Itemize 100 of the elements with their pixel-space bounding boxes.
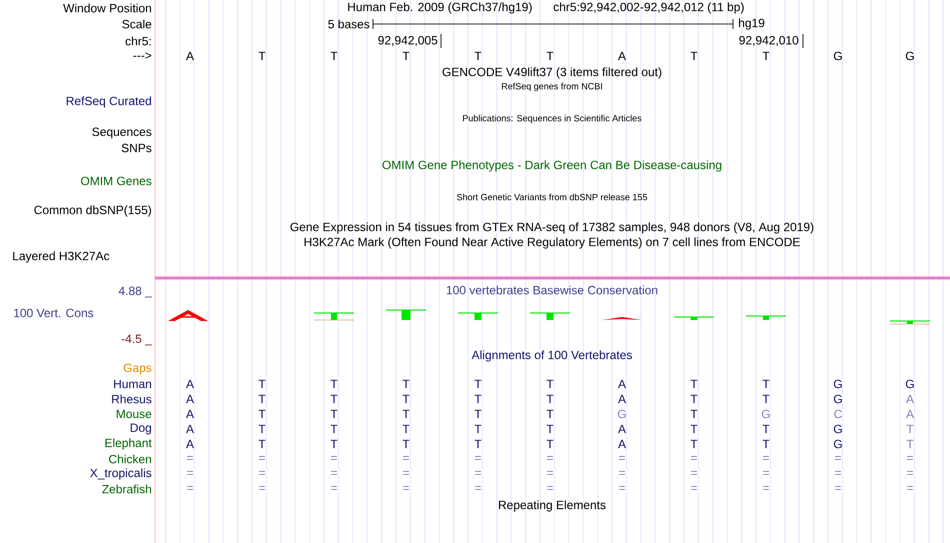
base-letter: T — [474, 52, 482, 60]
alignment-base: = — [475, 471, 481, 475]
alignment-base: T — [474, 394, 482, 404]
track-label: chr5: — [126, 36, 151, 46]
alignment-base: T — [474, 410, 482, 418]
alignment-base: T — [402, 410, 410, 418]
alignment-base: = — [907, 486, 913, 490]
alignment-base: G — [762, 410, 770, 418]
scale-text: 5 bases — [328, 20, 370, 28]
track-title: H3K27Ac Mark (Often Found Near Active Regulatory Elements) on 7 cell lines from ENCODE — [304, 237, 800, 249]
alignment-base: T — [474, 440, 482, 448]
alignment-base: = — [403, 486, 409, 490]
alignment-base: T — [330, 410, 338, 418]
alignment-base: A — [618, 394, 626, 404]
axis-value: -4.5 _ — [122, 334, 152, 346]
alignment-base: T — [258, 394, 266, 404]
alignment-base: T — [546, 424, 554, 434]
alignment-base: T — [330, 394, 338, 404]
alignment-base: C — [834, 410, 842, 418]
alignment-base: T — [546, 410, 554, 418]
alignment-base: G — [834, 394, 842, 404]
alignment-base: T — [690, 410, 698, 418]
species-label: Human — [114, 380, 152, 388]
track-title: 100 vertebrates Basewise Conservation — [446, 286, 658, 294]
alignment-base: T — [690, 424, 698, 434]
alignment-base: T — [474, 380, 482, 388]
alignment-base: T — [906, 440, 914, 448]
alignment-base: = — [403, 471, 409, 475]
scale-text: hg19 — [739, 18, 764, 30]
alignment-base: = — [259, 456, 265, 460]
track-label: SNPs — [122, 144, 152, 152]
alignment-base: = — [259, 471, 265, 475]
alignment-base: A — [906, 410, 914, 418]
alignment-base: T — [258, 424, 266, 434]
alignment-base: = — [187, 486, 193, 490]
alignment-base: = — [619, 486, 625, 490]
alignment-base: = — [763, 486, 769, 490]
alignment-base: = — [547, 486, 553, 490]
base-letter: G — [906, 52, 914, 60]
alignment-base: G — [834, 440, 842, 448]
track-title: OMIM Gene Phenotypes - Dark Green Can Be Disease-causing — [382, 160, 722, 172]
species-label: Elephant — [105, 438, 152, 450]
base-letter: T — [330, 52, 338, 60]
alignment-base: T — [762, 380, 770, 388]
alignment-base: T — [330, 440, 338, 448]
track-label: Common dbSNP(155) — [34, 205, 152, 217]
alignment-base: = — [835, 471, 841, 475]
track-label: OMIM Genes — [81, 176, 152, 186]
track-label: Layered H3K27Ac — [13, 251, 110, 263]
track-title: GENCODE V49lift37 (3 items filtered out) — [442, 67, 662, 79]
alignment-base: T — [330, 424, 338, 434]
alignment-base: = — [547, 471, 553, 475]
alignment-base: A — [186, 424, 194, 434]
alignment-base: T — [690, 380, 698, 388]
alignment-base: T — [762, 424, 770, 434]
coordinate-text: 92,942,005 — [378, 36, 438, 46]
base-letter: G — [834, 52, 842, 60]
alignment-base: T — [690, 440, 698, 448]
species-label: Rhesus — [112, 394, 152, 404]
alignment-base: = — [475, 486, 481, 490]
alignment-base: G — [618, 410, 626, 418]
alignment-base: G — [834, 424, 842, 434]
track-label: ---> — [133, 52, 152, 59]
base-letter: A — [186, 52, 194, 60]
alignment-base: = — [907, 456, 913, 460]
track-label: Scale — [122, 20, 152, 28]
alignment-base: = — [763, 471, 769, 475]
assembly-text: Human Feb. 2009 (GRCh37/hg19) — [348, 2, 532, 14]
alignment-base: G — [834, 380, 842, 388]
base-letter: T — [762, 52, 770, 60]
species-label: Dog — [130, 424, 152, 434]
alignment-base: T — [906, 424, 914, 434]
alignment-base: = — [907, 471, 913, 475]
track-label: RefSeq Curated — [66, 96, 151, 108]
alignment-base: T — [690, 394, 698, 404]
species-label: Zebrafish — [102, 484, 152, 494]
base-letter: A — [618, 52, 626, 60]
alignment-base: T — [402, 424, 410, 434]
track-title: Publications: Sequences in Scientific Articles — [463, 114, 642, 124]
alignment-base: T — [402, 394, 410, 404]
alignment-base: = — [763, 456, 769, 460]
track-label: 100 Vert. Cons — [14, 308, 94, 318]
track-title: RefSeq genes from NCBI — [502, 82, 602, 92]
alignment-base: = — [691, 486, 697, 490]
alignment-base: = — [331, 471, 337, 475]
alignment-base: T — [330, 380, 338, 388]
track-title: Gene Expression in 54 tissues from GTEx RNA-seq of 17382 samples, 948 donors (V8, Aug 2019) — [290, 222, 814, 234]
alignment-base: A — [186, 394, 194, 404]
alignment-base: = — [403, 456, 409, 460]
species-label: Chicken — [109, 454, 152, 464]
alignment-base: T — [402, 440, 410, 448]
alignment-base: = — [691, 456, 697, 460]
alignment-base: A — [186, 410, 194, 418]
species-label: Gaps — [124, 364, 152, 374]
alignment-base: A — [618, 440, 626, 448]
alignment-base: = — [835, 456, 841, 460]
alignment-base: A — [618, 380, 626, 388]
alignment-base: A — [186, 440, 194, 448]
alignment-base: A — [618, 424, 626, 434]
alignment-base: A — [186, 380, 194, 388]
